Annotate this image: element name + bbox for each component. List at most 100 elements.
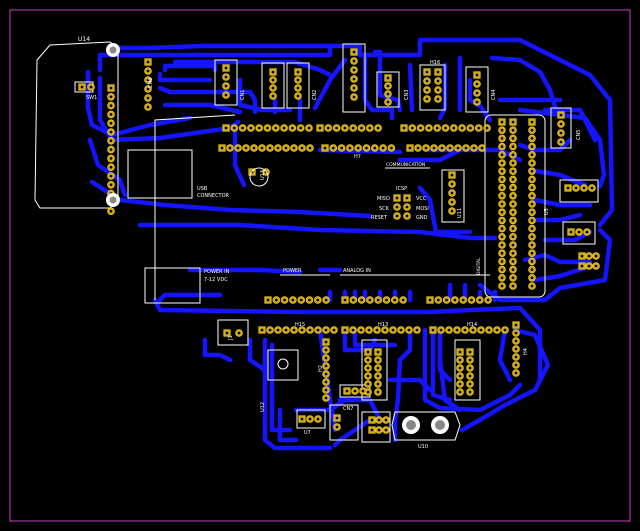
pad-drill	[308, 298, 311, 302]
label-cn5: CN5	[576, 130, 582, 140]
pad-drill	[436, 70, 440, 74]
pad-drill	[351, 328, 355, 332]
pad-drill	[146, 69, 150, 73]
label-reset: RESET	[371, 215, 388, 221]
pad-drill	[109, 174, 113, 178]
pad-drill	[500, 268, 504, 271]
pad-drill	[500, 251, 504, 255]
pad-drill	[566, 186, 570, 190]
pad-drill	[345, 389, 349, 393]
pad-drill	[514, 371, 518, 375]
pad-drill	[514, 331, 518, 335]
pad-drill	[587, 254, 591, 258]
pad-drill	[332, 328, 336, 332]
pad-drill	[300, 328, 304, 332]
pad-drill	[511, 186, 515, 189]
pad-drill	[500, 161, 504, 165]
pad-drill	[366, 358, 370, 362]
pad-drill	[308, 328, 312, 332]
pad-drill	[500, 186, 504, 189]
mounting-holes	[106, 43, 449, 434]
pad-drill	[324, 396, 328, 400]
board-outline	[9, 9, 631, 522]
pad-drill	[291, 126, 294, 130]
pad-drill	[472, 146, 476, 150]
power-jack-outline	[144, 267, 201, 304]
pad-drill	[427, 126, 431, 130]
pad-drill	[469, 126, 472, 130]
pad-drill	[360, 126, 363, 130]
pad-drill	[109, 157, 113, 160]
pad-drill	[109, 121, 113, 125]
pad-drill	[367, 328, 371, 332]
pad-drill	[435, 126, 439, 130]
pad-drill	[500, 243, 504, 247]
pad-drill	[450, 182, 454, 186]
pad-drill	[458, 358, 462, 362]
silkscreen-text: U14 USB CONNECTOR POWER IN 7-12 VDC POWE…	[78, 36, 582, 450]
pad-drill	[530, 276, 534, 280]
label-u11: U11	[457, 208, 463, 218]
pad-drill	[283, 298, 286, 302]
pad-drill	[511, 276, 515, 280]
pad-drill	[276, 146, 280, 150]
pad-drill	[109, 130, 113, 134]
pad-drill	[352, 68, 356, 72]
pad-drill	[511, 178, 515, 181]
pad-drill	[530, 219, 534, 222]
pad-drill	[300, 417, 304, 421]
pad-drill	[511, 128, 515, 132]
pad-drill	[559, 140, 563, 144]
pad-drill	[324, 298, 328, 302]
pad-drill	[458, 350, 462, 354]
pad-drill	[352, 50, 356, 54]
pad-drill	[266, 298, 270, 302]
pad-drill	[530, 227, 534, 230]
pad-drill	[415, 328, 419, 332]
label-usb-connector: CONNECTOR	[197, 193, 230, 199]
pad-drill	[376, 358, 380, 362]
pad-drill	[585, 230, 589, 234]
pad-drill	[376, 298, 380, 302]
pad-drill	[348, 146, 352, 150]
pad-drill	[478, 298, 482, 302]
pad-drill	[453, 298, 457, 302]
pad-drill	[456, 146, 460, 150]
label-j1: J1	[228, 335, 234, 341]
pad-drill	[455, 328, 459, 332]
pad-drill	[500, 202, 504, 206]
pad-drill	[343, 328, 347, 332]
pad-drill	[514, 339, 518, 343]
pad-drill	[399, 328, 403, 332]
pad-drill	[343, 126, 347, 130]
pad-drill	[340, 146, 343, 150]
label-icsp: ICSP	[396, 186, 407, 192]
label-cn3: CN3	[404, 90, 410, 100]
pad-drill	[381, 146, 385, 150]
pad-drill	[511, 227, 515, 230]
pad-drill	[495, 328, 499, 332]
label-miso: MISO	[377, 196, 390, 202]
label-h2: H2	[318, 365, 324, 372]
pad-drill	[352, 77, 356, 81]
pad-drill	[594, 264, 598, 268]
pad-drill	[530, 186, 534, 189]
pad-drill	[376, 382, 380, 386]
pad-drill	[146, 105, 150, 109]
pad-drill	[530, 128, 534, 132]
pad-drill	[395, 214, 399, 218]
pad-drill	[458, 390, 462, 394]
pad-drill	[450, 173, 454, 177]
pad-drill	[395, 205, 399, 209]
pad-drill	[424, 146, 428, 150]
pad-drill	[352, 86, 356, 90]
pad-drill	[360, 298, 363, 302]
pad-drill	[500, 145, 504, 148]
pad-drill	[530, 243, 534, 247]
pad-drill	[425, 88, 429, 92]
pad-drill	[432, 146, 436, 150]
pad-drill	[80, 85, 84, 89]
pad-drill	[236, 146, 240, 150]
label-u14: U14	[78, 36, 90, 43]
pad-drill	[487, 328, 491, 332]
